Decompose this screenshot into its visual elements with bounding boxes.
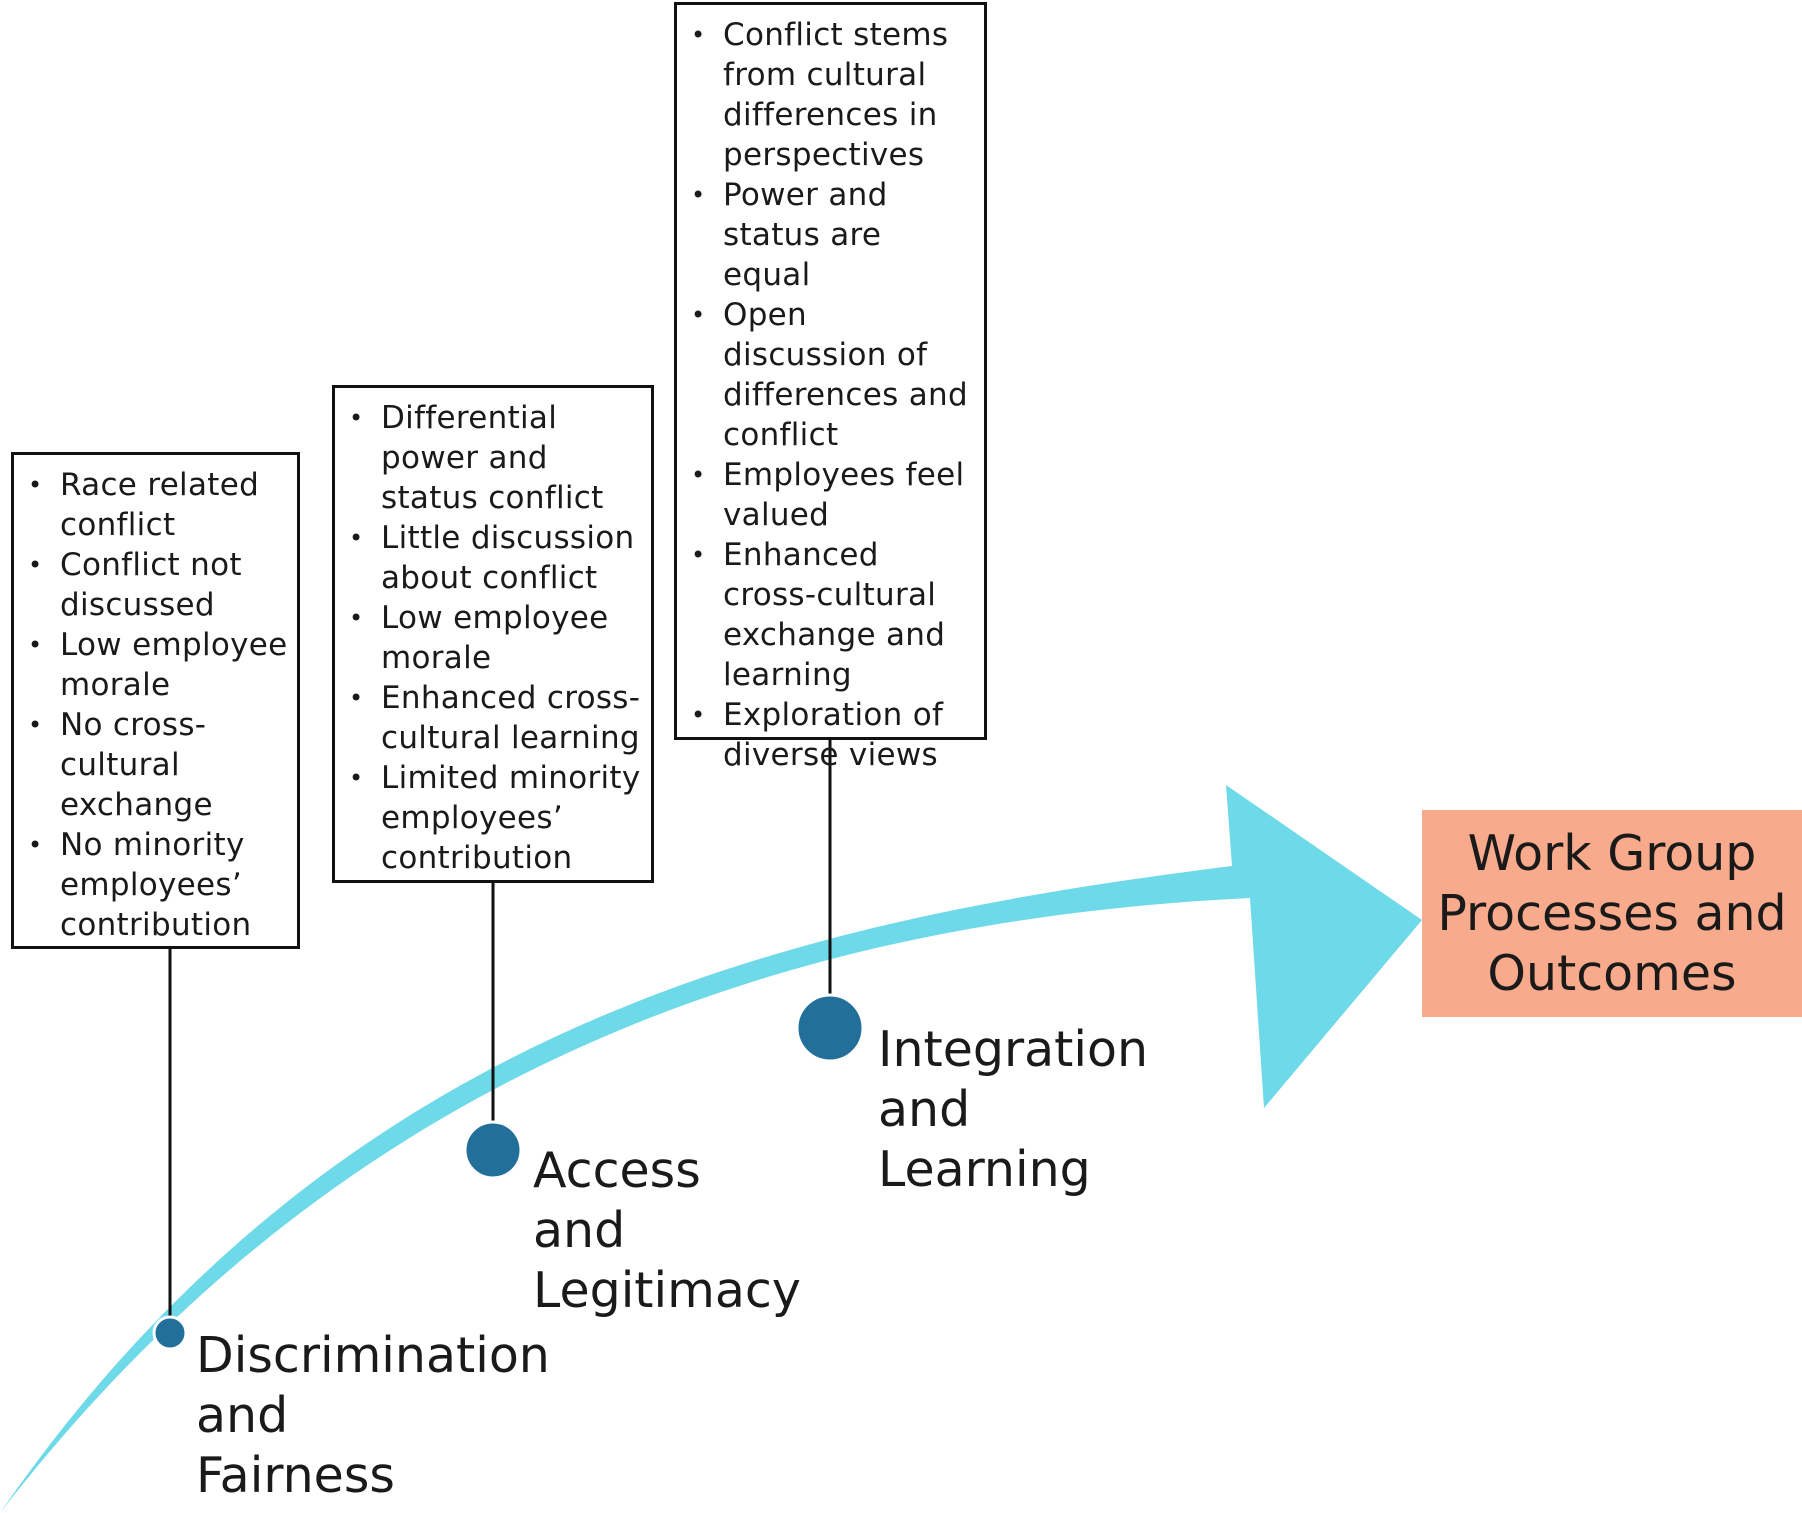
- bullet-item: Open discussion of differences and confl…: [685, 295, 976, 455]
- outcome-label: Work Group Processes and Outcomes: [1437, 824, 1787, 1002]
- discrimination-bullet-list: Race related conflict Conflict not discu…: [22, 465, 289, 945]
- bullet-item: Power and status are equal: [685, 175, 976, 295]
- bullet-item: Little discussion about conflict: [343, 518, 643, 598]
- integration-bullet-list: Conflict stems from cultural differences…: [685, 15, 976, 775]
- bullet-item: Conflict not discussed: [22, 545, 289, 625]
- discrimination-box: Race related conflict Conflict not discu…: [11, 452, 300, 949]
- bullet-item: Employees feel valued: [685, 455, 976, 535]
- connectors: [168, 740, 832, 1317]
- stage-node-discrimination: [152, 1315, 188, 1351]
- bullet-item: No cross-cultural exchange: [22, 705, 289, 825]
- bullet-item: Differential power and status conflict: [343, 398, 643, 518]
- stage-node-integration: [795, 993, 865, 1063]
- bullet-item: Conflict stems from cultural differences…: [685, 15, 976, 175]
- outcome-box: Work Group Processes and Outcomes: [1422, 810, 1802, 1017]
- access-box: Differential power and status conflict L…: [332, 385, 654, 883]
- bullet-item: Exploration of diverse views: [685, 695, 976, 775]
- stage-node-access: [463, 1120, 523, 1180]
- bullet-item: Low employee morale: [22, 625, 289, 705]
- stage-label-discrimination: Discrimination and Fairness: [196, 1327, 550, 1504]
- integration-box: Conflict stems from cultural differences…: [674, 2, 987, 773]
- stage-label-integration: Integration and Learning: [878, 1021, 1149, 1198]
- progress-arrow: [0, 785, 1422, 1513]
- bullet-item: Limited minority employees’ contribution: [343, 758, 643, 878]
- bullet-item: Enhanced cross-cultural exchange and lea…: [685, 535, 976, 695]
- stage-label-access: Access and Legitimacy: [533, 1142, 801, 1319]
- bullet-item: Race related conflict: [22, 465, 289, 545]
- bullet-item: Low employee morale: [343, 598, 643, 678]
- access-bullet-list: Differential power and status conflict L…: [343, 398, 643, 878]
- stage-nodes: [152, 993, 865, 1351]
- bullet-item: Enhanced cross-cultural learning: [343, 678, 643, 758]
- bullet-item: No minority employees’ contribution: [22, 825, 289, 945]
